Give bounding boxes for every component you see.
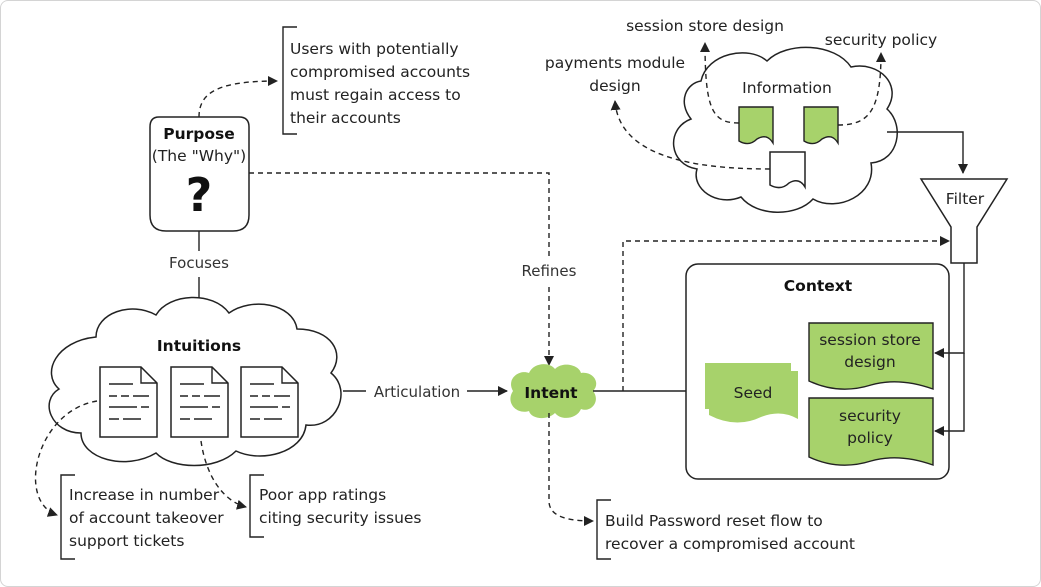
- purpose-node: Purpose (The "Why") ?: [149, 116, 250, 232]
- intuition-note-right-line-1: Poor app ratings: [259, 486, 386, 504]
- intuitions-title: Intuitions: [157, 337, 241, 355]
- intent-node: Intent: [510, 364, 597, 419]
- intuition-note-right: Poor app ratings citing security issues: [249, 474, 422, 538]
- intent-note-connector: [548, 413, 594, 526]
- context-box: Context Seed session store design securi…: [685, 263, 950, 480]
- intuition-document-icon: [99, 366, 158, 438]
- information-to-filter-edge: [887, 131, 968, 174]
- purpose-note-line-1: Users with potentially: [290, 40, 459, 58]
- purpose-subtitle: (The "Why"): [152, 147, 246, 165]
- payments-source-label-2: design: [589, 77, 640, 95]
- security-policy-doc: security policy: [808, 397, 934, 466]
- session-store-doc-line-2: design: [844, 353, 895, 371]
- session-store-source-label: session store design: [626, 17, 784, 35]
- intuition-note-left-connector: [34, 400, 98, 517]
- security-policy-doc-line-1: security: [839, 407, 901, 425]
- purpose-title: Purpose: [163, 125, 235, 143]
- intuition-note-left-line-2: of account takeover: [69, 509, 224, 527]
- intent-title: Intent: [524, 384, 578, 402]
- filter-to-security-policy-edge: [934, 353, 965, 436]
- seed-label: Seed: [734, 384, 773, 402]
- security-policy-source-connector: [837, 52, 886, 126]
- session-store-doc: session store design: [808, 322, 934, 390]
- filter-label: Filter: [946, 190, 985, 208]
- articulation-label: Articulation: [374, 383, 460, 401]
- intuition-note-left-line-1: Increase in number: [69, 486, 220, 504]
- seed-doc: Seed: [705, 363, 798, 423]
- information-cloud: Information: [673, 46, 898, 213]
- intuition-note-left: Increase in number of account takeover s…: [60, 474, 224, 560]
- context-title: Context: [784, 277, 853, 295]
- session-store-doc-line-1: session store: [819, 331, 921, 349]
- intuitions-cloud: Intuitions: [48, 296, 342, 467]
- refines-edge-top: [249, 172, 550, 257]
- focuses-label: Focuses: [169, 254, 229, 272]
- intuition-document-icon: [240, 366, 299, 438]
- intent-to-filter-edge: [622, 236, 950, 391]
- refines-label: Refines: [522, 262, 577, 280]
- information-title: Information: [742, 79, 832, 97]
- intent-note-line-2: recover a compromised account: [605, 535, 855, 553]
- payments-doc-icon: [769, 151, 806, 190]
- session-store-doc-icon: [738, 106, 774, 146]
- payments-source-label-1: payments module: [545, 54, 685, 72]
- security-policy-source-label: security policy: [825, 31, 937, 49]
- purpose-note-line-2: compromised accounts: [290, 63, 470, 81]
- intuition-note-right-connector: [200, 440, 247, 510]
- purpose-note: Users with potentially compromised accou…: [282, 26, 470, 135]
- intuition-note-right-line-2: citing security issues: [259, 509, 422, 527]
- intuition-note-left-line-3: support tickets: [69, 532, 184, 550]
- purpose-note-connector: [198, 76, 278, 118]
- security-policy-doc-icon: [803, 106, 839, 146]
- question-mark-icon: ?: [186, 168, 213, 222]
- intent-note-line-1: Build Password reset flow to: [605, 512, 823, 530]
- purpose-note-line-3: must regain access to: [290, 86, 461, 104]
- intent-note: Build Password reset flow to recover a c…: [596, 499, 855, 560]
- purpose-note-line-4: their accounts: [290, 109, 401, 127]
- filter-funnel: Filter: [919, 178, 1009, 264]
- intuition-document-icon: [170, 366, 229, 438]
- payments-source-connector: [610, 100, 771, 170]
- security-policy-doc-line-2: policy: [847, 429, 893, 447]
